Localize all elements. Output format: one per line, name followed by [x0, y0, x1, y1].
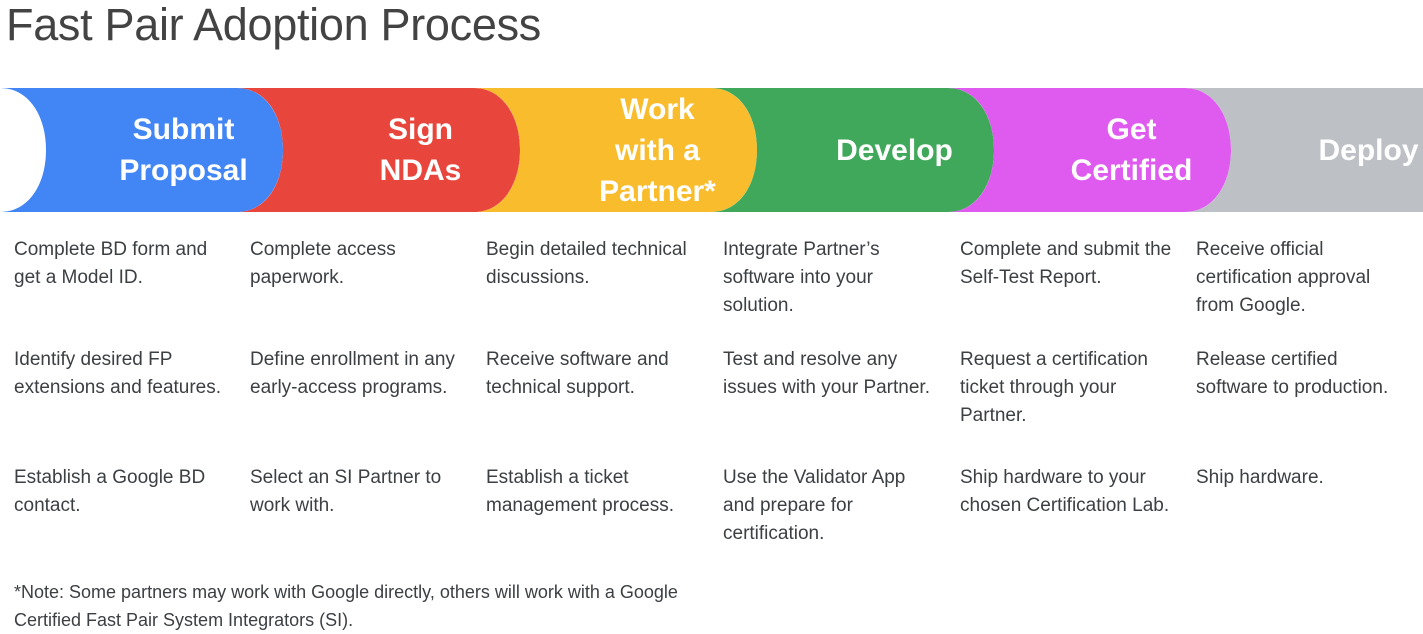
- detail-item-develop-1: Integrate Partner’s software into your s…: [723, 239, 880, 316]
- detail-item-deploy-2: Release certified software to production…: [1196, 349, 1389, 398]
- chevron-shape-sign-ndas: [237, 88, 520, 212]
- chevron-deploy[interactable]: Deploy: [1185, 88, 1423, 212]
- detail-item-deploy-3: Ship hardware.: [1196, 467, 1324, 488]
- detail-item-work-with-a-partner-1: Begin detailed technical discussions.: [486, 239, 687, 288]
- chevron-shape-deploy: [1185, 88, 1423, 212]
- detail-item-sign-ndas-1: Complete access paperwork.: [250, 239, 396, 288]
- detail-item-get-certified-2: Request a certification ticket through y…: [960, 349, 1148, 426]
- footnote-note: *Note: Some partners may work with Googl…: [14, 582, 678, 630]
- detail-item-submit-proposal-2: Identify desired FP extensions and featu…: [14, 349, 222, 398]
- detail-item-sign-ndas-3: Select an SI Partner to work with.: [250, 467, 442, 516]
- detail-item-develop-3: Use the Validator App and prepare for ce…: [723, 467, 906, 544]
- detail-row: Establish a Google BD contact. Select an …: [0, 464, 1423, 564]
- chevron-shape-get-certified: [948, 88, 1231, 212]
- chevron-shape-submit-proposal: [0, 88, 283, 212]
- detail-item-work-with-a-partner-2: Receive software and technical support.: [486, 349, 669, 398]
- detail-item-get-certified-3: Ship hardware to your chosen Certificati…: [960, 467, 1170, 516]
- detail-item-submit-proposal-3: Establish a Google BD contact.: [14, 467, 206, 516]
- detail-row: Identify desired FP extensions and featu…: [0, 346, 1423, 446]
- chevron-shape-work-with-a-partner: [474, 88, 757, 212]
- page-title: Fast Pair Adoption Process: [6, 0, 541, 50]
- detail-item-develop-2: Test and resolve any issues with your Pa…: [723, 349, 930, 398]
- detail-row: Complete BD form and get a Model ID. Comp…: [0, 236, 1423, 336]
- detail-item-sign-ndas-2: Define enrollment in any early-access pr…: [250, 349, 455, 398]
- detail-item-deploy-1: Receive official certification approval …: [1196, 239, 1371, 316]
- detail-item-submit-proposal-1: Complete BD form and get a Model ID.: [14, 239, 208, 288]
- detail-item-get-certified-1: Complete and submit the Self-Test Report…: [960, 239, 1172, 288]
- detail-item-work-with-a-partner-3: Establish a ticket management process.: [486, 467, 674, 516]
- chevron-shape-develop: [711, 88, 994, 212]
